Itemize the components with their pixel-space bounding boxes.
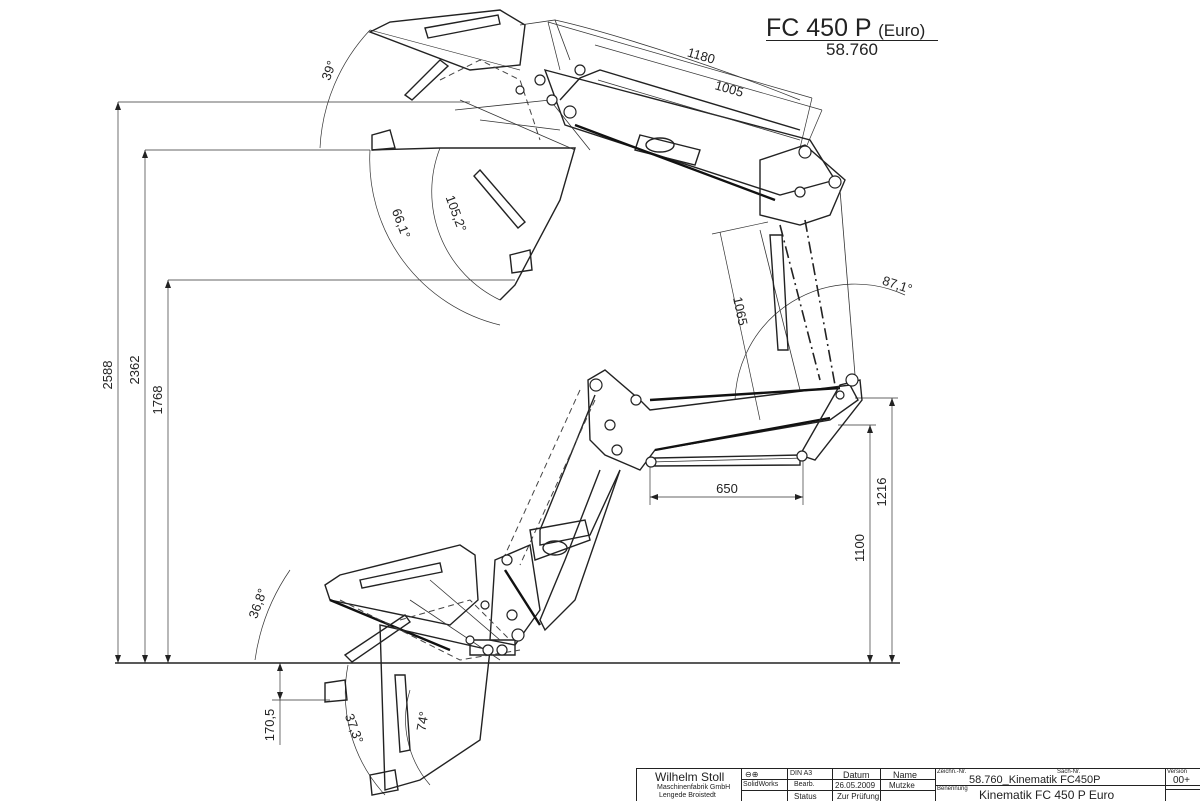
- angle-74: 74°: [413, 710, 431, 732]
- angle-105-2: 105,2°: [443, 193, 470, 234]
- version-value: 00+: [1173, 775, 1190, 786]
- compass-icon: ⊖⊕: [745, 770, 759, 779]
- top-length-dimensions: [547, 21, 823, 151]
- pivot-pins: [465, 64, 859, 656]
- drawing-number-value: 58.760_Kinematik FC450P: [969, 774, 1101, 786]
- bearb-label: Bearb.: [794, 781, 815, 788]
- drawing-title: FC 450 P (Euro): [766, 14, 925, 43]
- company-sub1: Maschinenfabrik GmbH: [657, 784, 731, 791]
- sach-header: Sach-Nr.: [1057, 769, 1081, 775]
- angle-87-1: 87,1°: [881, 273, 915, 297]
- angle-39: 39°: [318, 59, 339, 83]
- dim-1100: 1100: [852, 534, 867, 562]
- angle-37-3: 37,3°: [342, 712, 367, 746]
- title-model: FC 450 P: [766, 14, 872, 42]
- dim-650: 650: [716, 481, 738, 496]
- lower-boom: [469, 469, 621, 656]
- top-boom: [543, 68, 856, 391]
- drawing-number: 58.760: [826, 40, 878, 59]
- cylinder-dimensions: [649, 221, 804, 505]
- zur-pruefung: Zur Prüfung: [837, 792, 880, 801]
- benennung-value: Kinematik FC 450 P Euro: [979, 788, 1115, 802]
- angle-66-1: 66,1°: [389, 207, 414, 241]
- dim-1065: 1065: [730, 295, 751, 326]
- name-value: Mutzke: [889, 781, 915, 790]
- dim-170-5-lines: [272, 663, 330, 745]
- version-header: Version: [1167, 769, 1188, 775]
- datum-value: 26.05.2009: [835, 781, 876, 790]
- top-link-curve: [554, 19, 801, 101]
- status-label: Status: [794, 792, 817, 801]
- right-height-dimensions: [838, 397, 898, 663]
- name-header: Name: [893, 770, 918, 780]
- top-bucket: [368, 9, 591, 301]
- zeichn-header: Zeichn.-Nr.: [937, 769, 967, 775]
- company-sub2: Lengede Broistedt: [659, 792, 716, 799]
- company-name: Wilhelm Stoll: [655, 770, 725, 784]
- dim-1005: 1005: [713, 77, 745, 99]
- software-label: SolidWorks: [743, 781, 779, 788]
- title-underline: [766, 40, 938, 41]
- benennung-header: Benennung: [937, 786, 968, 792]
- dim-1180: 1180: [686, 45, 717, 67]
- dim-2588: 2588: [100, 361, 115, 390]
- mid-boom: [504, 369, 863, 566]
- lower-bucket: [324, 544, 521, 796]
- dim-1216: 1216: [874, 478, 889, 507]
- dim-170-5: 170,5: [262, 709, 277, 742]
- dim-1768: 1768: [150, 386, 165, 415]
- left-height-dimensions: [115, 101, 515, 663]
- title-variant: (Euro): [878, 21, 926, 40]
- paper-format: DIN A3: [790, 770, 813, 777]
- title-block: Wilhelm Stoll Maschinenfabrik GmbH Lenge…: [636, 768, 1200, 802]
- datum-header: Datum: [843, 770, 870, 780]
- dim-2362: 2362: [127, 356, 142, 385]
